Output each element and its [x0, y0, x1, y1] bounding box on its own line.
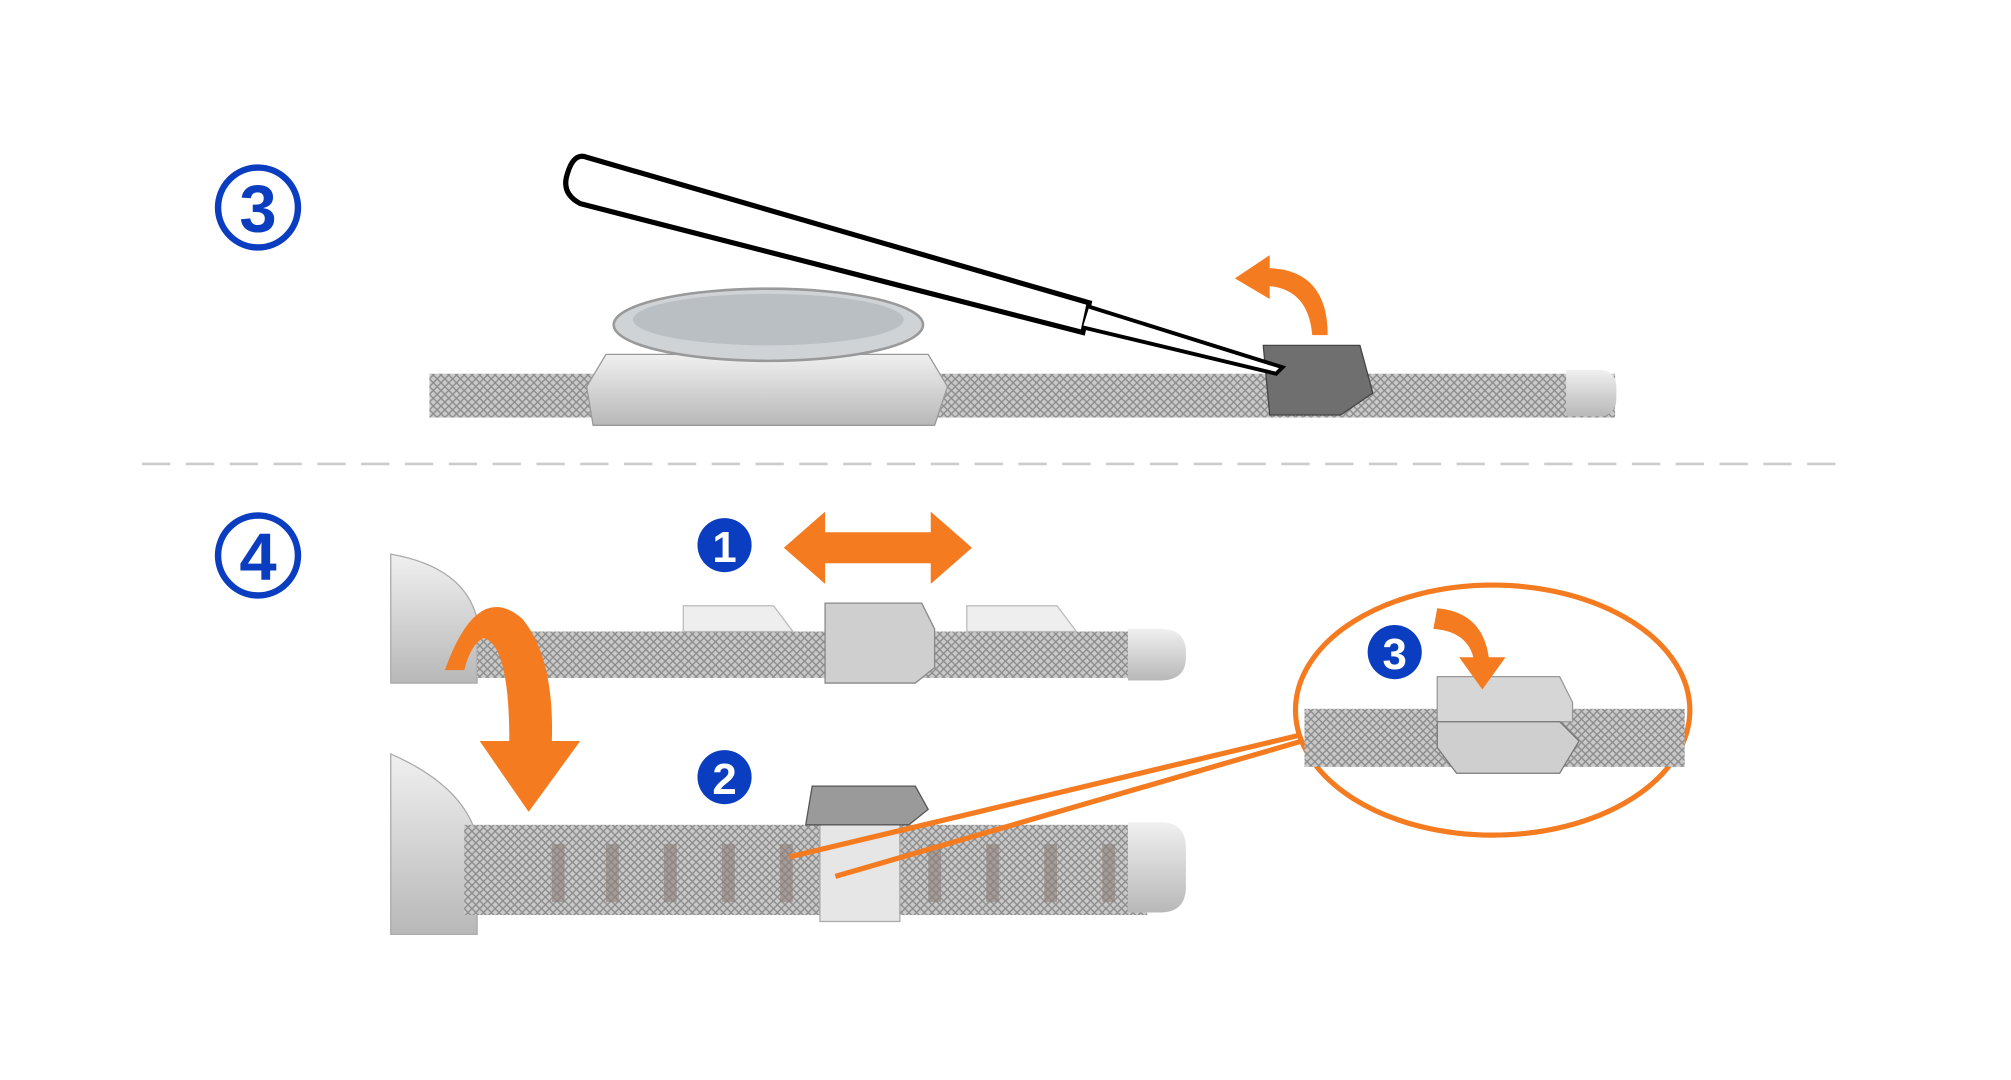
spring-bar-tool-icon — [563, 153, 1287, 376]
strap-top-view — [390, 553, 1186, 684]
curved-arrow-icon — [1234, 255, 1328, 336]
press-arrow-icon — [1433, 608, 1506, 690]
svg-text:3: 3 — [1383, 630, 1407, 679]
double-arrow-icon — [783, 511, 972, 584]
callout-3: 3 — [1367, 625, 1422, 680]
svg-text:4: 4 — [239, 520, 276, 595]
callout-1: 1 — [697, 518, 752, 573]
watch-side-view — [429, 287, 1617, 426]
svg-text:3: 3 — [239, 172, 276, 247]
flip-arrow-icon — [444, 607, 581, 812]
callout-2: 2 — [697, 750, 752, 805]
strap-underside-view — [390, 752, 1186, 936]
svg-text:2: 2 — [712, 755, 736, 804]
step-4-badge: 4 — [214, 512, 302, 599]
svg-text:1: 1 — [712, 523, 736, 572]
step-3-badge: 3 — [214, 164, 302, 251]
